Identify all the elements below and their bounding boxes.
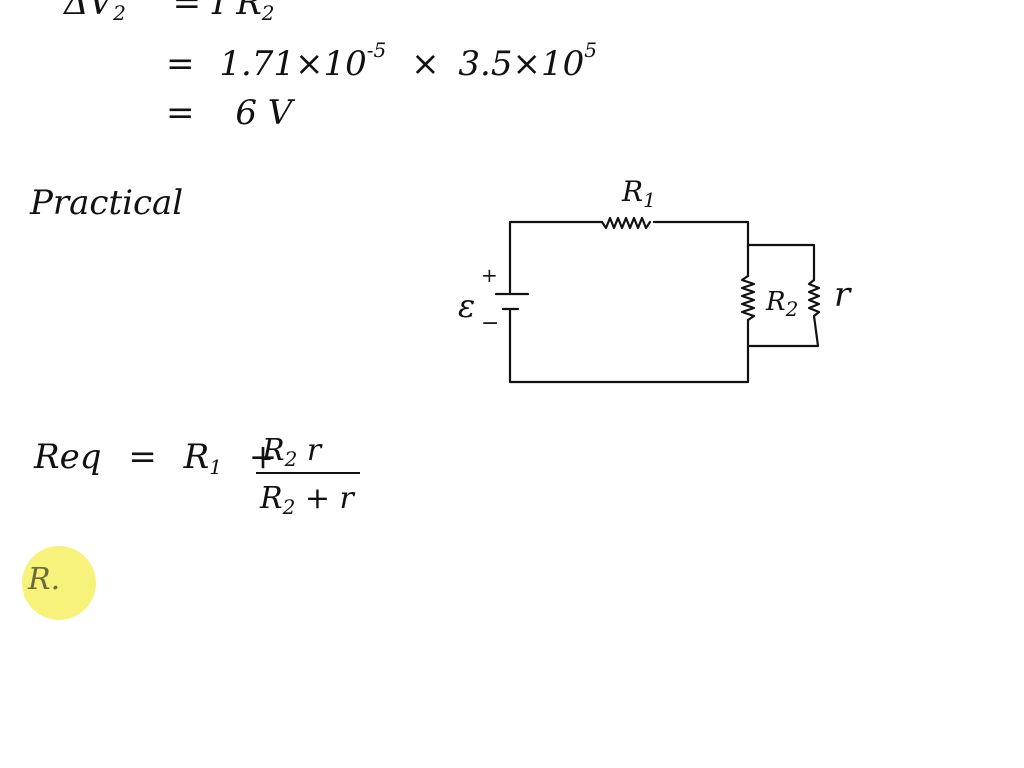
r2-label: R2: [766, 287, 799, 321]
ir-expression: = I R: [172, 0, 262, 23]
equals-sign-3: =: [166, 93, 195, 133]
emf-label: ε: [458, 287, 476, 325]
resistor-r2: [740, 274, 756, 322]
formula-equals: =: [128, 437, 157, 477]
r-label: r: [834, 275, 851, 315]
practical-heading: Practical: [30, 183, 184, 223]
req-label: Req: [34, 437, 102, 477]
battery-plus: +: [481, 263, 498, 287]
current-exponent: -5: [366, 38, 387, 62]
delta-v-label: ΔV: [64, 0, 114, 23]
fraction-numerator: R2 r: [262, 433, 322, 471]
wire-left-top: [508, 220, 604, 295]
wire-right-bottom: [508, 308, 750, 384]
current-value: 1.71×10: [219, 44, 367, 84]
fraction-denominator: R2 + r: [260, 481, 354, 519]
resistor-r: [807, 278, 821, 318]
wire-top-right: [652, 220, 750, 278]
times-sign: ×: [411, 44, 440, 84]
formula-r1: R: [183, 437, 210, 477]
wire-parallel-top: [746, 243, 816, 282]
equation-line-1: ΔV2 = I R2: [64, 0, 275, 23]
pointer-text: R.: [28, 562, 61, 597]
pointer-highlight: [22, 546, 96, 620]
equals-sign-2: =: [166, 44, 195, 84]
resistor-r1: [600, 216, 652, 230]
voltage-result: 6 V: [235, 93, 293, 133]
delta-v-subscript: 2: [113, 1, 126, 25]
resistance-exponent: 5: [584, 38, 597, 62]
ir-subscript: 2: [261, 1, 275, 25]
equation-line-3: = 6 V: [166, 96, 292, 130]
equation-line-2: = 1.71×10-5 × 3.5×105: [166, 40, 597, 81]
fraction-bar: [256, 472, 360, 474]
req-formula-lhs: Req = R1 +: [34, 437, 278, 479]
wire-parallel-bottom: [746, 314, 820, 348]
r1-label: R1: [622, 175, 656, 212]
battery-minus: −: [481, 311, 500, 336]
formula-plus: +: [248, 437, 278, 477]
resistance-value: 3.5×10: [458, 44, 585, 84]
